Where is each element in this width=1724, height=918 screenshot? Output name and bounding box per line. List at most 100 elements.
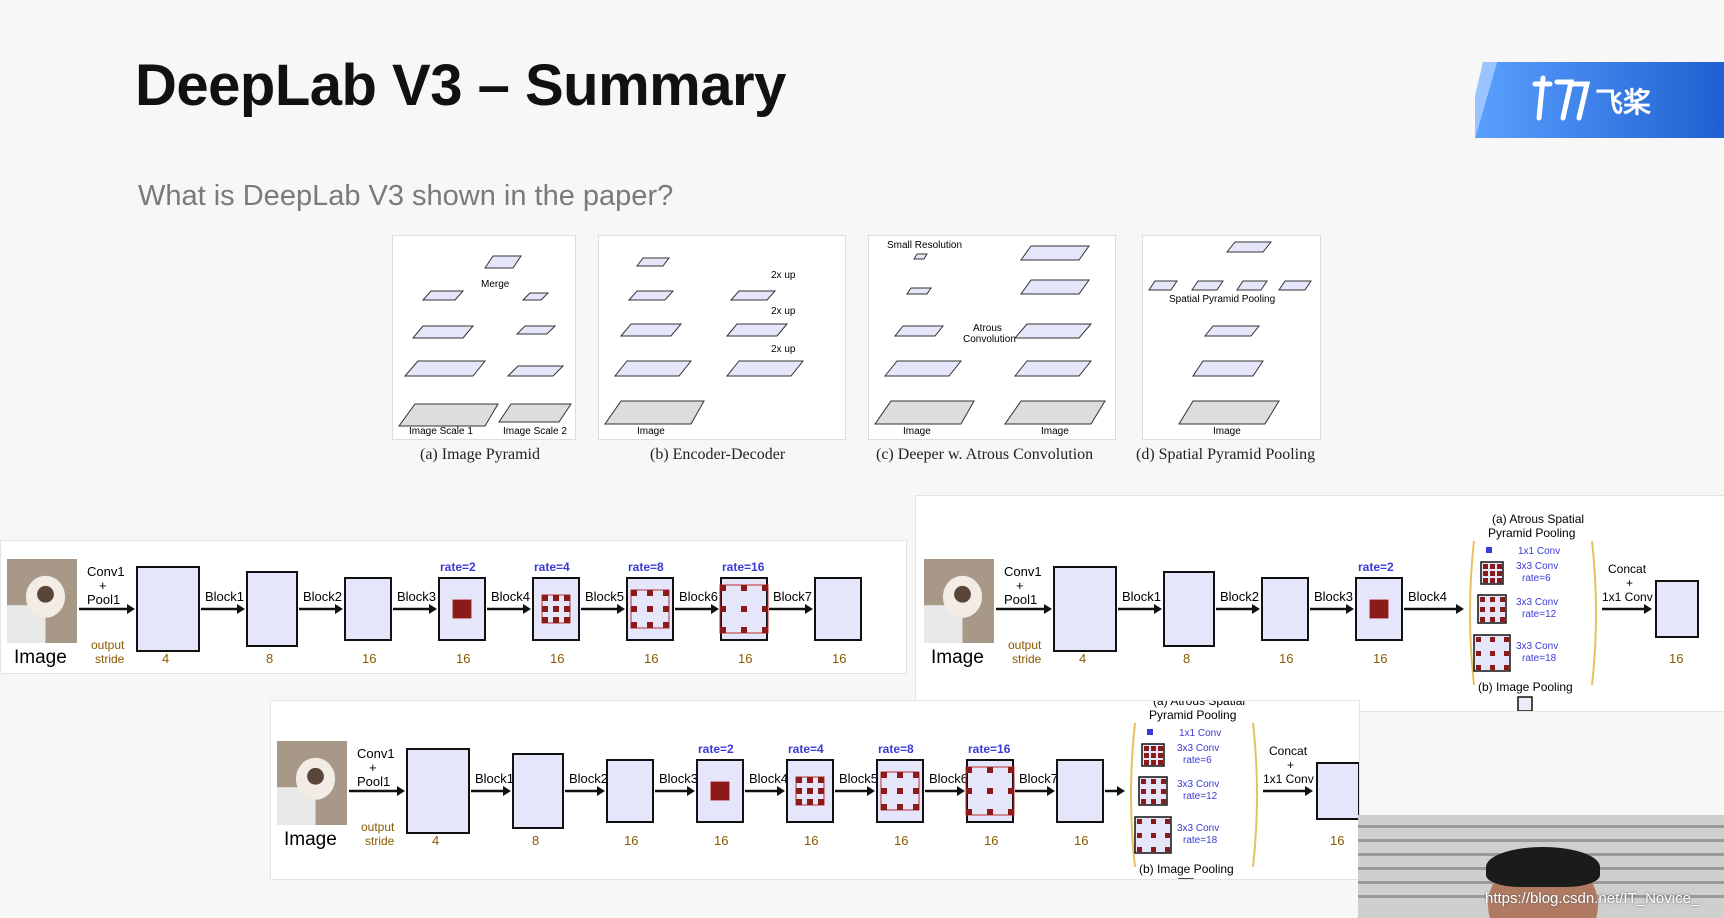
kernel-dot — [1151, 819, 1156, 824]
kernel-dot — [897, 804, 903, 810]
kernel-dot — [1490, 578, 1495, 583]
branch-label: 3x3 Conv — [1177, 823, 1219, 834]
kernel-dot — [1490, 651, 1495, 656]
stride-value: 16 — [1279, 651, 1293, 666]
stride-value: 16 — [456, 651, 470, 666]
pool1-label: Pool1 — [357, 774, 390, 789]
stride-value: 16 — [738, 651, 752, 666]
kernel-dot — [1382, 612, 1388, 618]
svg-text:Image: Image — [1041, 426, 1069, 437]
image-label: Image — [14, 647, 67, 668]
kernel-dot — [720, 606, 726, 612]
image-pooling-label: (b) Image Pooling — [1139, 862, 1234, 876]
stride-value: 16 — [624, 833, 638, 848]
kernel-dot — [1158, 760, 1163, 765]
kernel-dot — [542, 617, 548, 623]
rate-label: rate=8 — [628, 560, 664, 574]
kernel-dot — [647, 590, 653, 596]
kernel-dot — [1151, 799, 1156, 804]
kernel-dot — [987, 809, 993, 815]
feature-block — [246, 571, 298, 647]
kernel-dot — [913, 772, 919, 778]
kernel-dot — [1376, 606, 1382, 612]
block-label: Block3 — [397, 589, 436, 604]
stride-value: 16 — [804, 833, 818, 848]
branch-label: rate=18 — [1183, 835, 1218, 846]
kernel-dot — [741, 585, 747, 591]
block-label: Block1 — [475, 771, 514, 786]
stride-value: 16 — [714, 833, 728, 848]
stride-value: 16 — [1669, 651, 1683, 666]
kernel-dot — [1158, 753, 1163, 758]
block-label: Block4 — [749, 771, 788, 786]
kernel-dot — [542, 606, 548, 612]
stride-value: 16 — [550, 651, 564, 666]
kernel-dot — [1500, 607, 1505, 612]
kernel-dot — [663, 622, 669, 628]
stride-value: 4 — [432, 833, 439, 848]
output-block — [1316, 762, 1359, 820]
stride-value: 8 — [1183, 651, 1190, 666]
kernel-dot — [453, 606, 459, 612]
image-label: Image — [637, 426, 665, 437]
rate-label: rate=2 — [698, 742, 734, 756]
block-label: Block4 — [491, 589, 530, 604]
image-pooling-label: (b) Image Pooling — [1478, 680, 1573, 694]
kernel-dot — [966, 767, 972, 773]
branch-label: 3x3 Conv — [1177, 743, 1219, 754]
kernel-dot — [1141, 779, 1146, 784]
kernel-dot — [897, 788, 903, 794]
stride-value: 16 — [832, 651, 846, 666]
kernel-dot — [987, 788, 993, 794]
kernel-dot — [1376, 600, 1382, 606]
block-label: Block6 — [929, 771, 968, 786]
kernel-dot — [1480, 617, 1485, 622]
kernel-dot — [1483, 578, 1488, 583]
image-pyramid-diagram: Merge Image Scale 1 Image Scale 2 — [398, 255, 572, 437]
paddle-logo: 飞桨 — [1475, 62, 1724, 138]
feature-block — [1261, 577, 1309, 641]
branch-label: 1x1 Conv — [1179, 728, 1221, 739]
kernel-dot — [1137, 819, 1142, 824]
kernel-dot — [1151, 746, 1156, 751]
stride-value: 4 — [1079, 651, 1086, 666]
spp-diagram: Spatial Pyramid Pooling Image — [1148, 241, 1312, 437]
kernel-dot — [1008, 767, 1014, 773]
output-block — [1655, 580, 1699, 638]
kernel-dot — [663, 606, 669, 612]
kernel-dot — [987, 767, 993, 773]
kernel-dot — [966, 809, 972, 815]
kernel-dot — [453, 600, 459, 606]
block-label: Block3 — [1314, 589, 1353, 604]
kernel-dot — [1137, 847, 1142, 852]
kernel-dot — [1500, 617, 1505, 622]
kernel-dot — [663, 590, 669, 596]
atrous-diagram: Small Resolution Atrous Convolution Imag… — [874, 240, 1106, 437]
aspp-brace — [1130, 722, 1136, 868]
panel-spp: Spatial Pyramid Pooling Image — [1142, 235, 1321, 440]
image-scale-2-label: Image Scale 2 — [503, 426, 567, 437]
rate-label: rate=2 — [440, 560, 476, 574]
kernel-dot — [818, 799, 824, 805]
kernel-dot — [818, 788, 824, 794]
svg-text:Image: Image — [903, 426, 931, 437]
kernel-dot — [1141, 789, 1146, 794]
plus-label: + — [99, 578, 107, 593]
feature-block — [512, 753, 564, 829]
encoder-decoder-diagram: 2x up 2x up 2x up Image — [604, 257, 805, 437]
branch-label: rate=6 — [1522, 573, 1551, 584]
kernel-dot — [459, 612, 465, 618]
block-label: Block7 — [773, 589, 812, 604]
kernel-dot — [1500, 597, 1505, 602]
kernel-dot — [1165, 833, 1170, 838]
caption-atrous: (c) Deeper w. Atrous Convolution — [876, 446, 1094, 463]
rate-label: rate=8 — [878, 742, 914, 756]
kernel-dot — [966, 788, 972, 794]
aspp-title: (a) Atrous Spatial — [1153, 701, 1245, 708]
block-label: Block7 — [1019, 771, 1058, 786]
kernel-dot — [1161, 789, 1166, 794]
kernel-dot — [717, 782, 723, 788]
kernel-dot — [1483, 571, 1488, 576]
kernel-dot — [796, 799, 802, 805]
